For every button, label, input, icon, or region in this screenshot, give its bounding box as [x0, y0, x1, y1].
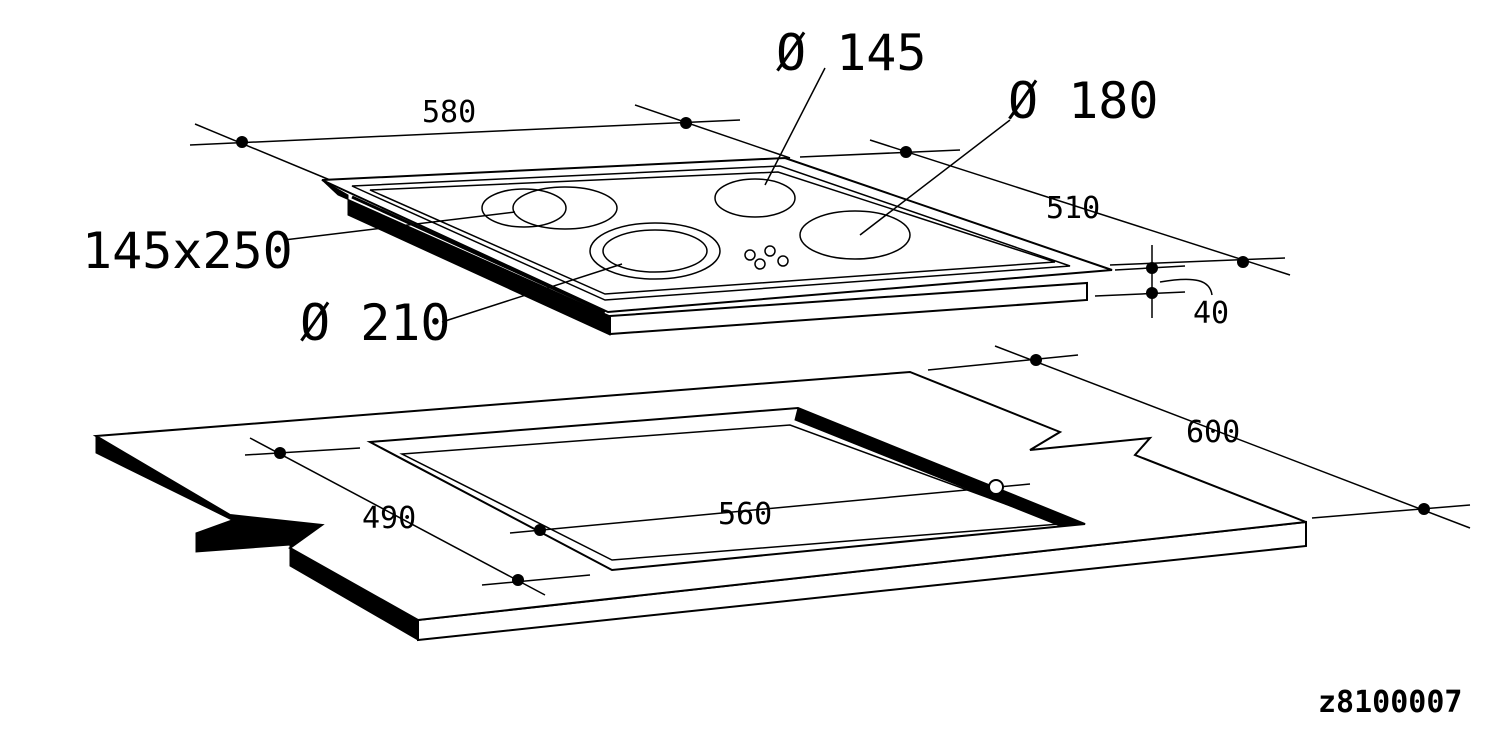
- leader-zone-back: [764, 67, 826, 186]
- leader-zone-right: [859, 119, 1011, 236]
- label-cutout-depth: 490: [362, 501, 416, 536]
- zone-oval-left: [481, 188, 567, 228]
- leader-zone-front: [441, 263, 623, 323]
- zone-front-210-outer: [589, 222, 721, 280]
- leader-zone-oval: [283, 211, 516, 241]
- label-zone-right: Ø 180: [1008, 72, 1159, 130]
- label-zone-back: Ø 145: [776, 24, 927, 82]
- label-cutout-width: 560: [718, 497, 772, 532]
- worktop-drawing: 600 490 560: [92, 345, 1471, 642]
- hob-front-side: [609, 281, 1088, 336]
- label-worktop-depth: 600: [1186, 415, 1240, 450]
- dim-cutout-width: [509, 479, 1031, 536]
- hob-drawing: 580 510 40 145x250 Ø 145 Ø 180 Ø 210: [82, 24, 1291, 352]
- dim-hob-height: [1094, 245, 1213, 318]
- dim-hob-depth: [799, 139, 1291, 276]
- zone-oval-right: [512, 186, 618, 230]
- control-knobs: [744, 245, 789, 270]
- zone-right-180: [799, 210, 911, 260]
- hob-glass-panel-inner: [369, 171, 1056, 295]
- label-zone-front: Ø 210: [300, 294, 451, 352]
- label-hob-depth: 510: [1046, 191, 1100, 226]
- label-zone-oval: 145x250: [82, 222, 293, 280]
- hob-top-surface: [321, 156, 1113, 314]
- drawing-code: z8100007: [1318, 685, 1463, 720]
- zone-back-145: [714, 178, 796, 218]
- dim-worktop-depth: [927, 345, 1471, 529]
- hob-glass-panel: [351, 165, 1071, 301]
- hob-bevel-line: [351, 195, 606, 314]
- zone-front-210-inner: [602, 229, 708, 273]
- dim-hob-width: [189, 104, 791, 181]
- label-hob-height: 40: [1193, 296, 1229, 331]
- dim-cutout-depth: [244, 437, 591, 596]
- label-hob-width: 580: [422, 95, 476, 130]
